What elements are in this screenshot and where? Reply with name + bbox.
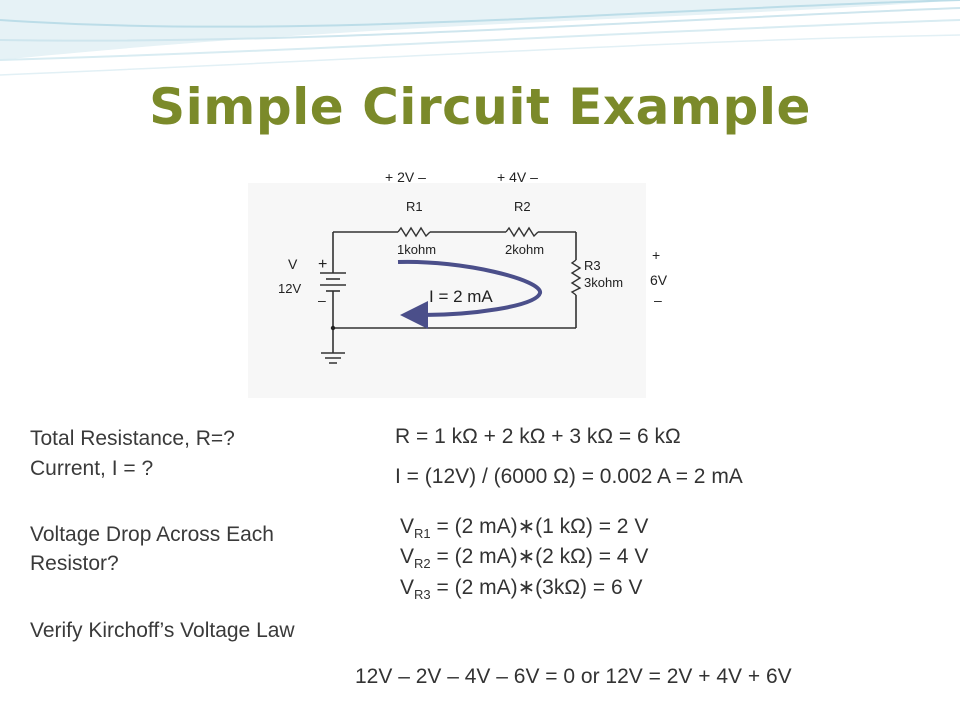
vr1-expression: = (2 mA)∗(1 kΩ) = 2 V [430, 515, 649, 538]
circuit-diagram: + 2V – + 4V – R1 R2 1kohm 2kohm R3 3kohm… [248, 169, 668, 398]
header-decoration [0, 0, 960, 76]
question-resistance: Total Resistance, R=? [30, 427, 235, 450]
answer-vr3: VR3 = (2 mA)∗(3kΩ) = 6 V [400, 574, 643, 604]
r2-name-label: R2 [514, 199, 531, 214]
r3-drop-label: 6V [650, 272, 668, 288]
current-arrow [397, 259, 542, 317]
question-kvl: Verify Kirchoff’s Voltage Law [30, 619, 295, 642]
resistor-r2 [505, 226, 539, 238]
page-title: Simple Circuit Example [149, 78, 811, 136]
battery-symbol [320, 272, 346, 295]
answer-resistance: R = 1 kΩ + 2 kΩ + 3 kΩ = 6 kΩ [395, 425, 681, 448]
answer-vr2: VR2 = (2 mA)∗(2 kΩ) = 4 V [400, 543, 648, 573]
r3-value-label: 3kohm [584, 275, 623, 290]
v-drop-r2-label: + 4V – [497, 169, 538, 185]
vr2-letter: V [400, 545, 415, 568]
circuit-wires [332, 231, 577, 353]
question-voltage-drop-line1: Voltage Drop Across Each [30, 523, 274, 546]
r1-value-label: 1kohm [397, 242, 436, 257]
junction-dot [330, 325, 336, 331]
v-drop-r1-label: + 2V – [385, 169, 426, 185]
answer-current: I = (12V) / (6000 Ω) = 0.002 A = 2 mA [395, 465, 743, 488]
r3-minus-label: – [654, 292, 662, 308]
r3-plus-label: + [652, 247, 660, 263]
answer-kvl: 12V – 2V – 4V – 6V = 0 or 12V = 2V + 4V … [355, 665, 792, 688]
r3-name-label: R3 [584, 258, 601, 273]
vr2-subscript: R2 [414, 556, 431, 571]
r2-value-label: 2kohm [505, 242, 544, 257]
ground-symbol [321, 352, 345, 364]
resistor-r3 [570, 259, 582, 296]
source-value-label: 12V [278, 281, 301, 296]
current-label: I = 2 mA [429, 287, 493, 306]
question-current: Current, I = ? [30, 457, 154, 480]
vr1-letter: V [400, 515, 415, 538]
vr2-expression: = (2 mA)∗(2 kΩ) = 4 V [430, 545, 649, 568]
source-name-label: V [288, 256, 298, 272]
resistor-r1 [397, 226, 431, 238]
source-minus-label: – [318, 292, 326, 308]
vr3-letter: V [400, 576, 415, 599]
vr3-subscript: R3 [414, 587, 431, 602]
circuit-background [248, 183, 646, 398]
source-plus-label: + [318, 256, 327, 273]
vr1-subscript: R1 [414, 526, 431, 541]
answer-vr1: VR1 = (2 mA)∗(1 kΩ) = 2 V [400, 513, 648, 543]
question-voltage-drop-line2: Resistor? [30, 552, 119, 575]
current-arrowhead [400, 301, 428, 329]
vr3-expression: = (2 mA)∗(3kΩ) = 6 V [430, 576, 643, 599]
r1-name-label: R1 [406, 199, 423, 214]
